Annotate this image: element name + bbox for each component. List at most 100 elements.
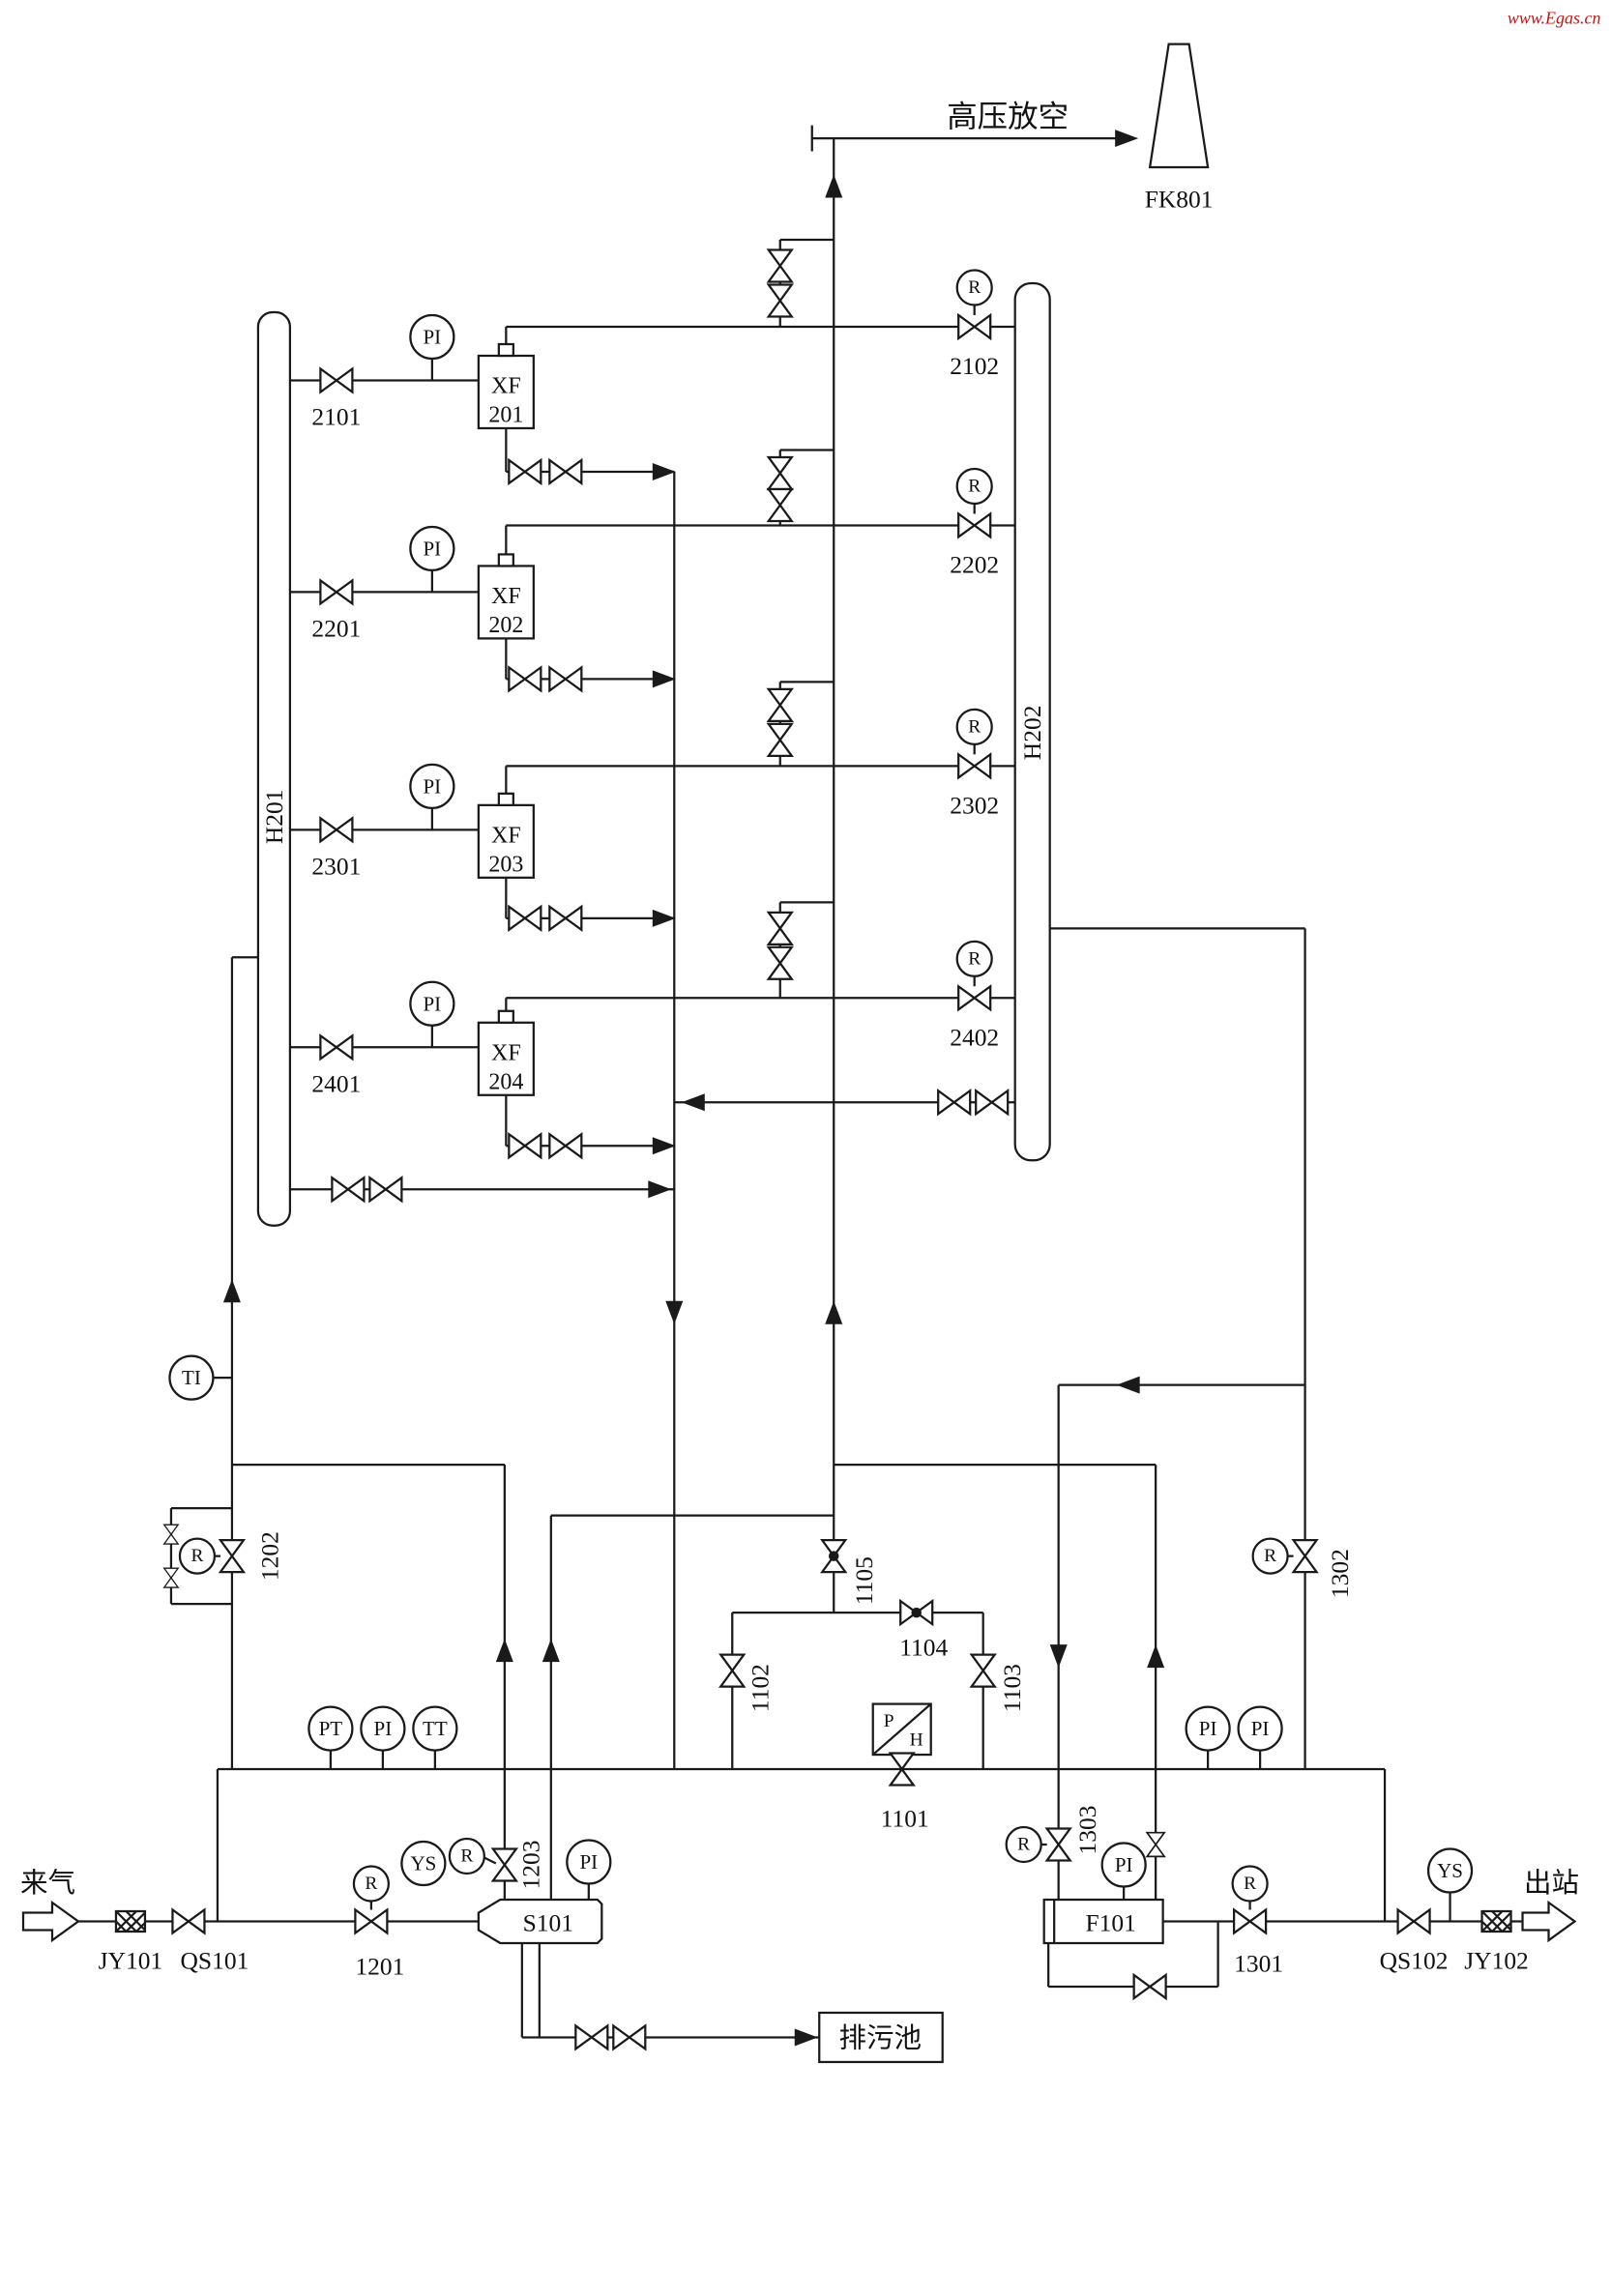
actuator-icon [497, 1009, 514, 1024]
vessel-s101-separator [477, 1898, 603, 1945]
qs102-tag: QS102 [1380, 1946, 1449, 1974]
actuator-icon [497, 792, 514, 806]
flow-arrow [652, 462, 676, 480]
r-label: R [1017, 1835, 1030, 1855]
pt-gauge-main: PT [308, 1705, 354, 1752]
pi-gauge-xf201: PI [409, 313, 455, 361]
qs101-tag: QS101 [181, 1946, 249, 1974]
r-label: R [365, 1874, 377, 1894]
flow-arrow [1147, 1644, 1165, 1669]
outlet-label: 出站 [1524, 1868, 1579, 1899]
r-actuator-2102: R [955, 269, 993, 306]
flare-stack-fk801 [1148, 43, 1210, 169]
valve-1103-tag: 1103 [998, 1664, 1026, 1712]
valve-1101-tag: 1101 [881, 1805, 929, 1833]
filter-vent-valve [1146, 1831, 1165, 1858]
vent-valve [767, 487, 793, 523]
r-label: R [968, 277, 981, 298]
filter-bypass-valve [1132, 1973, 1167, 2000]
vessel-f101-filter [1042, 1898, 1164, 1945]
ti-gauge: TI [168, 1354, 215, 1401]
valve-1105-tag: 1105 [850, 1556, 878, 1605]
valve-1301-tag: 1301 [1234, 1949, 1283, 1977]
pi-label: PI [1251, 1717, 1270, 1740]
regulator-xf202: XF 202 [477, 553, 535, 640]
valve-1203-tag: 1203 [516, 1841, 544, 1890]
valve-1302 [1292, 1539, 1318, 1574]
r-label: R [460, 1846, 473, 1867]
regulator-xf203: XF 203 [477, 792, 535, 879]
ti-label: TI [182, 1366, 201, 1389]
isolation-valve [548, 905, 583, 931]
valve-2201 [319, 579, 354, 605]
pi-label: PI [374, 1717, 393, 1740]
vent-valve [767, 687, 793, 723]
pi-gauge-main-right2: PI [1237, 1705, 1283, 1752]
pi-gauge-xf202: PI [409, 525, 455, 572]
valve-2101-tag: 2101 [311, 402, 361, 430]
vent-valve [767, 455, 793, 491]
regulator-units: XF 201 XF 202 XF 203 XF 204 [477, 342, 535, 1096]
r-label: R [190, 1546, 203, 1566]
flow-arrow [1049, 1644, 1068, 1669]
isolation-valve [937, 1090, 972, 1116]
valve-1104-tag: 1104 [899, 1634, 948, 1662]
regulator-label-line2: 202 [488, 613, 523, 638]
isolation-valve [508, 666, 542, 692]
ph-analyzer-p: P [884, 1711, 894, 1731]
pi-label: PI [1199, 1717, 1217, 1740]
r-actuator-1203: R [448, 1837, 485, 1875]
pi-label: PI [424, 537, 442, 560]
valve-2302 [957, 753, 992, 779]
valve-1202 [219, 1539, 246, 1574]
pi-gauge-main: PI [360, 1705, 406, 1752]
flow-arrow [825, 1300, 843, 1324]
flow-arrow [648, 1180, 672, 1199]
ys-label: YS [1437, 1859, 1463, 1882]
valve-1203 [491, 1847, 517, 1882]
tt-gauge-main: TT [412, 1705, 458, 1752]
vessel-h202 [1013, 281, 1051, 1162]
r-actuator-1201: R [352, 1865, 391, 1903]
r-actuator-1302: R [1251, 1537, 1289, 1575]
valve-2401-tag: 2401 [311, 1069, 361, 1097]
pt-label: PT [319, 1717, 343, 1740]
pipes-middle [169, 956, 1387, 1922]
valve-2402-tag: 2402 [950, 1023, 999, 1051]
flow-arrow [652, 670, 676, 688]
valves [163, 248, 1431, 2050]
regulator-label-line1: XF [491, 1040, 521, 1065]
valve-1303 [1045, 1827, 1071, 1862]
flow-arrow [495, 1639, 513, 1663]
flow-arrow [542, 1639, 560, 1663]
tt-label: TT [423, 1717, 448, 1740]
pi-label: PI [424, 326, 442, 349]
valve-2402 [957, 985, 992, 1011]
pi-label: PI [424, 992, 442, 1015]
isolation-valve [548, 458, 583, 485]
ys-gauge-outlet: YS [1426, 1847, 1474, 1894]
drain-pool-box [818, 2011, 944, 2064]
isolation-valve [331, 1177, 366, 1203]
regulator-label-line1: XF [491, 823, 521, 848]
bypass-mini-valve [163, 1567, 179, 1588]
regulator-label-line1: XF [491, 584, 521, 609]
r-label: R [1264, 1546, 1276, 1566]
r-actuator-2402: R [955, 940, 993, 977]
r-label: R [1244, 1874, 1256, 1894]
r-actuator-2202: R [955, 467, 993, 506]
ph-analyzer: P H [871, 1702, 932, 1757]
flow-arrow [1115, 130, 1139, 148]
r-label: R [968, 476, 981, 496]
vessel-s101-tag: S101 [523, 1909, 573, 1937]
drain-valve [612, 2024, 647, 2050]
jy101-tag: JY101 [99, 1946, 163, 1974]
pi-gauge-main-right1: PI [1185, 1705, 1231, 1752]
flare-tag: FK801 [1145, 186, 1214, 214]
regulator-xf201: XF 201 [477, 342, 535, 430]
regulator-label-line2: 204 [488, 1069, 523, 1094]
inlet-flow-arrow [21, 1900, 80, 1943]
valve-2301 [319, 817, 354, 843]
